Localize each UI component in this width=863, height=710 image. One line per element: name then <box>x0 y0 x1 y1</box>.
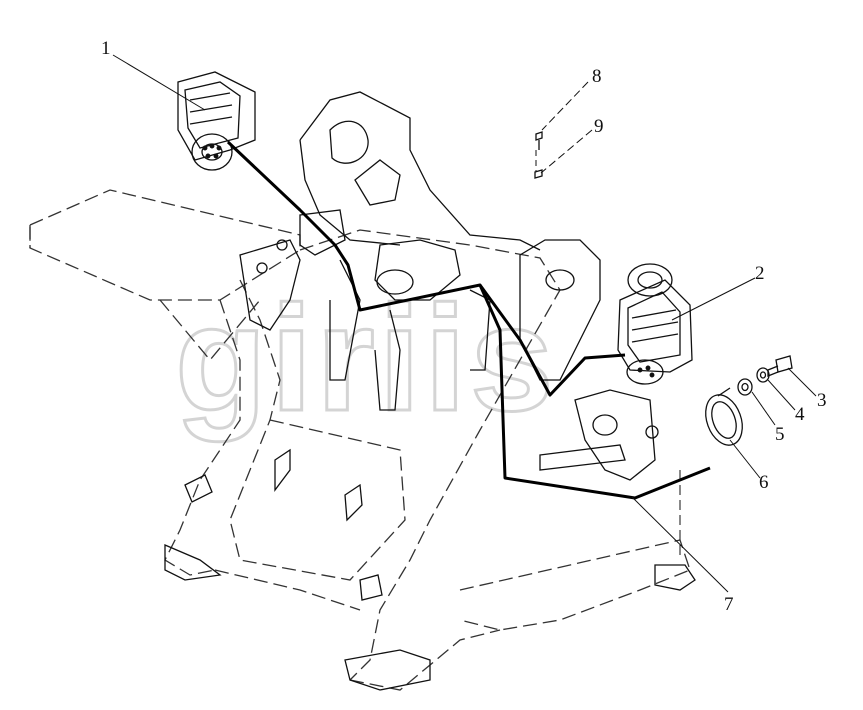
lamp-left <box>177 71 256 171</box>
horn-disc <box>705 387 743 446</box>
cross-member <box>164 91 696 691</box>
flat-washer <box>737 378 753 396</box>
bolt <box>767 355 793 377</box>
callout-6: 6 <box>759 472 769 493</box>
callout-labels: 1 2 3 4 5 6 7 8 9 <box>101 38 827 615</box>
callout-1: 1 <box>101 38 111 59</box>
callout-4: 4 <box>795 404 805 425</box>
lamp-right <box>617 263 693 385</box>
lock-washer <box>756 367 770 383</box>
callout-2: 2 <box>755 263 765 284</box>
callout-5: 5 <box>775 424 785 445</box>
callout-3: 3 <box>817 390 827 411</box>
wiring-harness <box>226 140 711 500</box>
small-screw <box>535 131 543 150</box>
callout-8: 8 <box>592 66 602 87</box>
clip <box>534 169 543 179</box>
callout-9: 9 <box>594 116 604 137</box>
callout-7: 7 <box>724 594 734 615</box>
leader-lines <box>112 54 817 593</box>
